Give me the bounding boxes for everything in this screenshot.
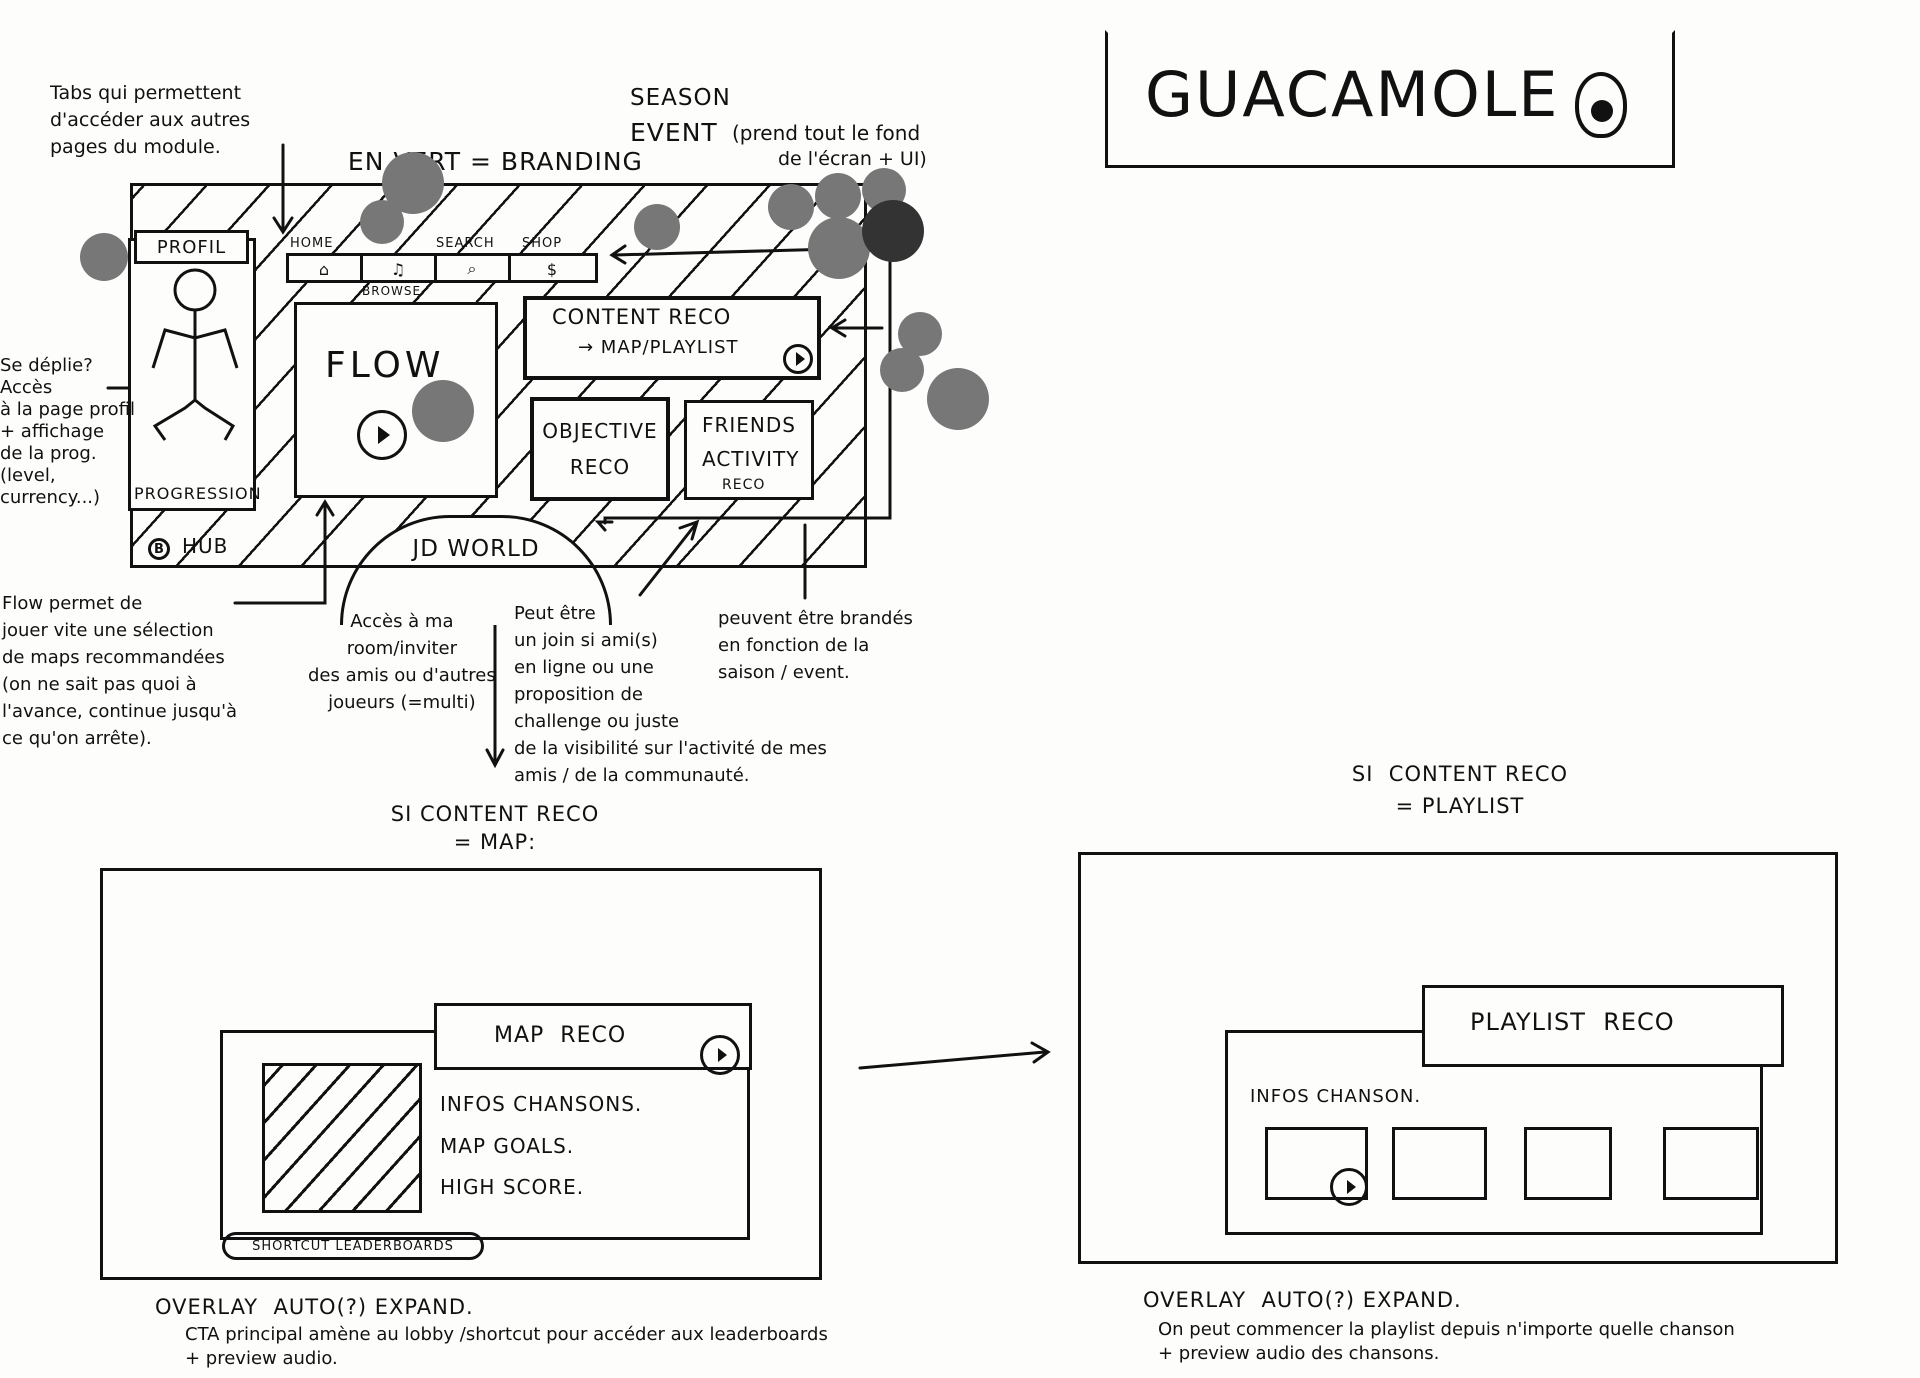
friends-note: Peut être un join si ami(s) en ligne ou …: [514, 603, 827, 786]
avocado-icon: [1575, 72, 1627, 138]
profile-panel[interactable]: [128, 238, 256, 511]
tabs-note: Tabs qui permettent d'accéder aux autres…: [50, 82, 251, 158]
map-info-1: INFOS CHANSONS.: [440, 1092, 643, 1116]
playlist-reco-header[interactable]: [1422, 985, 1784, 1067]
marker-dot: [360, 200, 404, 244]
map-reco-header[interactable]: [434, 1003, 752, 1070]
hub-label: HUB: [182, 534, 229, 558]
map-reco-label: MAP RECO: [494, 1023, 627, 1048]
content-reco-tile[interactable]: [523, 296, 821, 380]
marker-dot: [80, 233, 128, 281]
profile-note: Se déplie? Accès à la page profil + affi…: [0, 355, 135, 508]
marker-dot: [808, 217, 870, 279]
map-section-heading: SI CONTENT RECO = MAP:: [390, 802, 600, 854]
branding-note: EN VERT = BRANDING: [347, 147, 643, 176]
marker-dot: [768, 184, 814, 230]
tab-home[interactable]: ⌂: [288, 256, 363, 282]
hub-bottom-edge: [130, 565, 867, 568]
home-icon: ⌂: [318, 259, 330, 279]
music-note-icon: ♫: [390, 259, 406, 279]
avatar-icon: [151, 268, 239, 441]
world-note: Accès à ma room/inviter des amis ou d'au…: [308, 611, 496, 713]
marker-dot: [815, 173, 861, 219]
map-info-2: MAP GOALS.: [440, 1134, 575, 1158]
marker-dot: [880, 348, 924, 392]
marker-dot: [634, 204, 680, 250]
friends-reco-label: RECO: [722, 477, 766, 493]
map-caption-2: CTA principal amène au lobby /shortcut p…: [185, 1324, 828, 1369]
map-info-3: HIGH SCORE.: [440, 1175, 585, 1199]
friends-activity-tile[interactable]: [684, 400, 814, 500]
friends-activity-label: FRIENDS ACTIVITY: [702, 413, 800, 471]
playlist-song-card[interactable]: [1392, 1127, 1487, 1200]
title-frame: [1105, 30, 1675, 168]
content-reco-sub: → MAP/PLAYLIST: [578, 337, 739, 358]
map-screen: [100, 868, 822, 1280]
playlist-screen: [1078, 852, 1838, 1264]
content-reco-play-icon[interactable]: [783, 344, 813, 374]
content-reco-label: CONTENT RECO: [552, 305, 732, 329]
branded-note: peuvent être brandés en fonction de la s…: [718, 608, 913, 683]
marker-dot: [927, 368, 989, 430]
map-caption: OVERLAY AUTO(?) EXPAND.: [155, 1295, 474, 1319]
playlist-caption-2: On peut commencer la playlist depuis n'i…: [1158, 1319, 1735, 1364]
flow-note: Flow permet de jouer vite une sélection …: [2, 593, 238, 749]
objective-reco-label: OBJECTIVE RECO: [542, 419, 658, 479]
playlist-reco-label: PLAYLIST RECO: [1470, 1008, 1675, 1036]
hub-b-icon: B: [148, 538, 170, 560]
search-icon: ⌕: [467, 259, 477, 278]
playlist-song-card[interactable]: [1524, 1127, 1612, 1200]
playlist-song-card[interactable]: [1265, 1127, 1368, 1200]
profile-tab[interactable]: PROFIL: [134, 230, 249, 264]
playlist-info: INFOS CHANSON.: [1250, 1086, 1422, 1107]
branding-season: SEASON: [630, 85, 731, 111]
dollar-icon: $: [546, 259, 558, 279]
tab-browse-label: BROWSE: [362, 284, 422, 298]
branding-suffix: (prend tout le fond: [732, 121, 921, 145]
map-reco-play-icon[interactable]: [700, 1035, 740, 1075]
branding-event: EVENT: [630, 118, 718, 147]
tab-search[interactable]: ⌕: [436, 256, 511, 282]
objective-reco-tile[interactable]: OBJECTIVE RECO: [530, 397, 670, 501]
shortcut-leaderboards-button[interactable]: SHORTCUT LEADERBOARDS: [222, 1232, 484, 1260]
tab-home-label: HOME: [290, 236, 334, 251]
app-title: GUACAMOLE: [1145, 58, 1560, 131]
tab-shop-label: SHOP: [522, 236, 563, 251]
flow-label: FLOW: [325, 345, 445, 386]
tab-search-label: SEARCH: [436, 236, 495, 251]
playlist-song-card[interactable]: [1663, 1127, 1759, 1200]
marker-dot-dark: [862, 200, 924, 262]
tab-browse[interactable]: ♫: [362, 256, 437, 282]
marker-dot: [412, 380, 474, 442]
branding-suffix-2: de l'écran + UI): [778, 148, 927, 170]
jd-world-label: JD WORLD: [412, 536, 540, 562]
tab-shop[interactable]: $: [510, 256, 594, 282]
playlist-section-heading: SI CONTENT RECO = PLAYLIST: [1351, 762, 1569, 818]
flow-play-icon[interactable]: [357, 410, 407, 460]
playlist-song-play-icon[interactable]: [1330, 1168, 1368, 1206]
playlist-caption: OVERLAY AUTO(?) EXPAND.: [1143, 1288, 1462, 1312]
progression-label: PROGRESSION: [134, 484, 262, 503]
map-thumbnail: [262, 1063, 422, 1213]
